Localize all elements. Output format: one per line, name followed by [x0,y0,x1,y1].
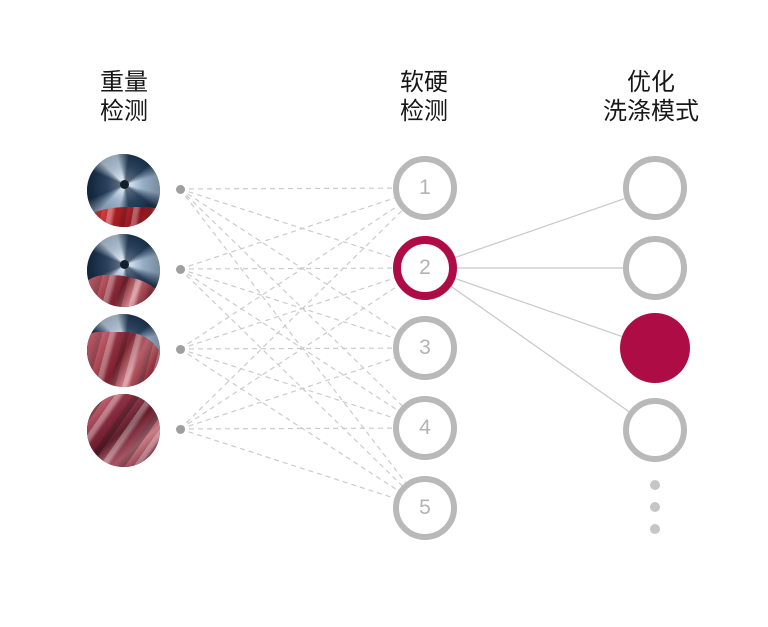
input-anchor-dot-1 [176,185,185,194]
hidden-node-4: 4 [393,396,457,460]
hidden-node-2: 2 [393,236,457,300]
laundry-photo-3 [87,314,160,387]
laundry-photo-1 [87,154,160,227]
output-node-3 [620,313,690,383]
title-line: 检测 [100,98,148,125]
drum-hub [120,180,130,190]
column-title-softness-detection: 软硬 检测 [400,68,448,126]
input-anchor-dot-3 [176,345,185,354]
hidden-node-2-number: 2 [419,256,431,279]
title-line: 软硬 [400,69,448,96]
title-line: 优化 [627,69,675,96]
hidden-node-1-number: 1 [419,176,431,199]
drum-hub [120,260,130,270]
hidden-node-5: 5 [393,476,457,540]
hidden-node-3-number: 3 [419,336,431,359]
title-line: 检测 [400,98,448,125]
hidden-node-5-number: 5 [419,496,431,519]
column-title-weight-detection: 重量 检测 [100,68,148,126]
input-anchor-dot-4 [176,425,185,434]
ellipsis-dot-2 [650,502,660,512]
output-node-1 [623,156,687,220]
column-title-optimized-wash-mode: 优化 洗涤模式 [603,68,699,126]
hidden-node-1: 1 [393,156,457,220]
output-node-2 [623,236,687,300]
title-line: 重量 [100,69,148,96]
red-cloth [87,394,160,467]
hidden-node-4-number: 4 [419,416,431,439]
output-node-4 [623,398,687,462]
title-line: 洗涤模式 [603,98,699,125]
ellipsis-dot-1 [650,480,660,490]
input-anchor-dot-2 [176,265,185,274]
red-cloth [87,207,160,227]
hidden-node-3: 3 [393,316,457,380]
laundry-photo-4 [87,394,160,467]
red-cloth [87,331,160,387]
ellipsis-dot-3 [650,524,660,534]
laundry-photo-2 [87,234,160,307]
